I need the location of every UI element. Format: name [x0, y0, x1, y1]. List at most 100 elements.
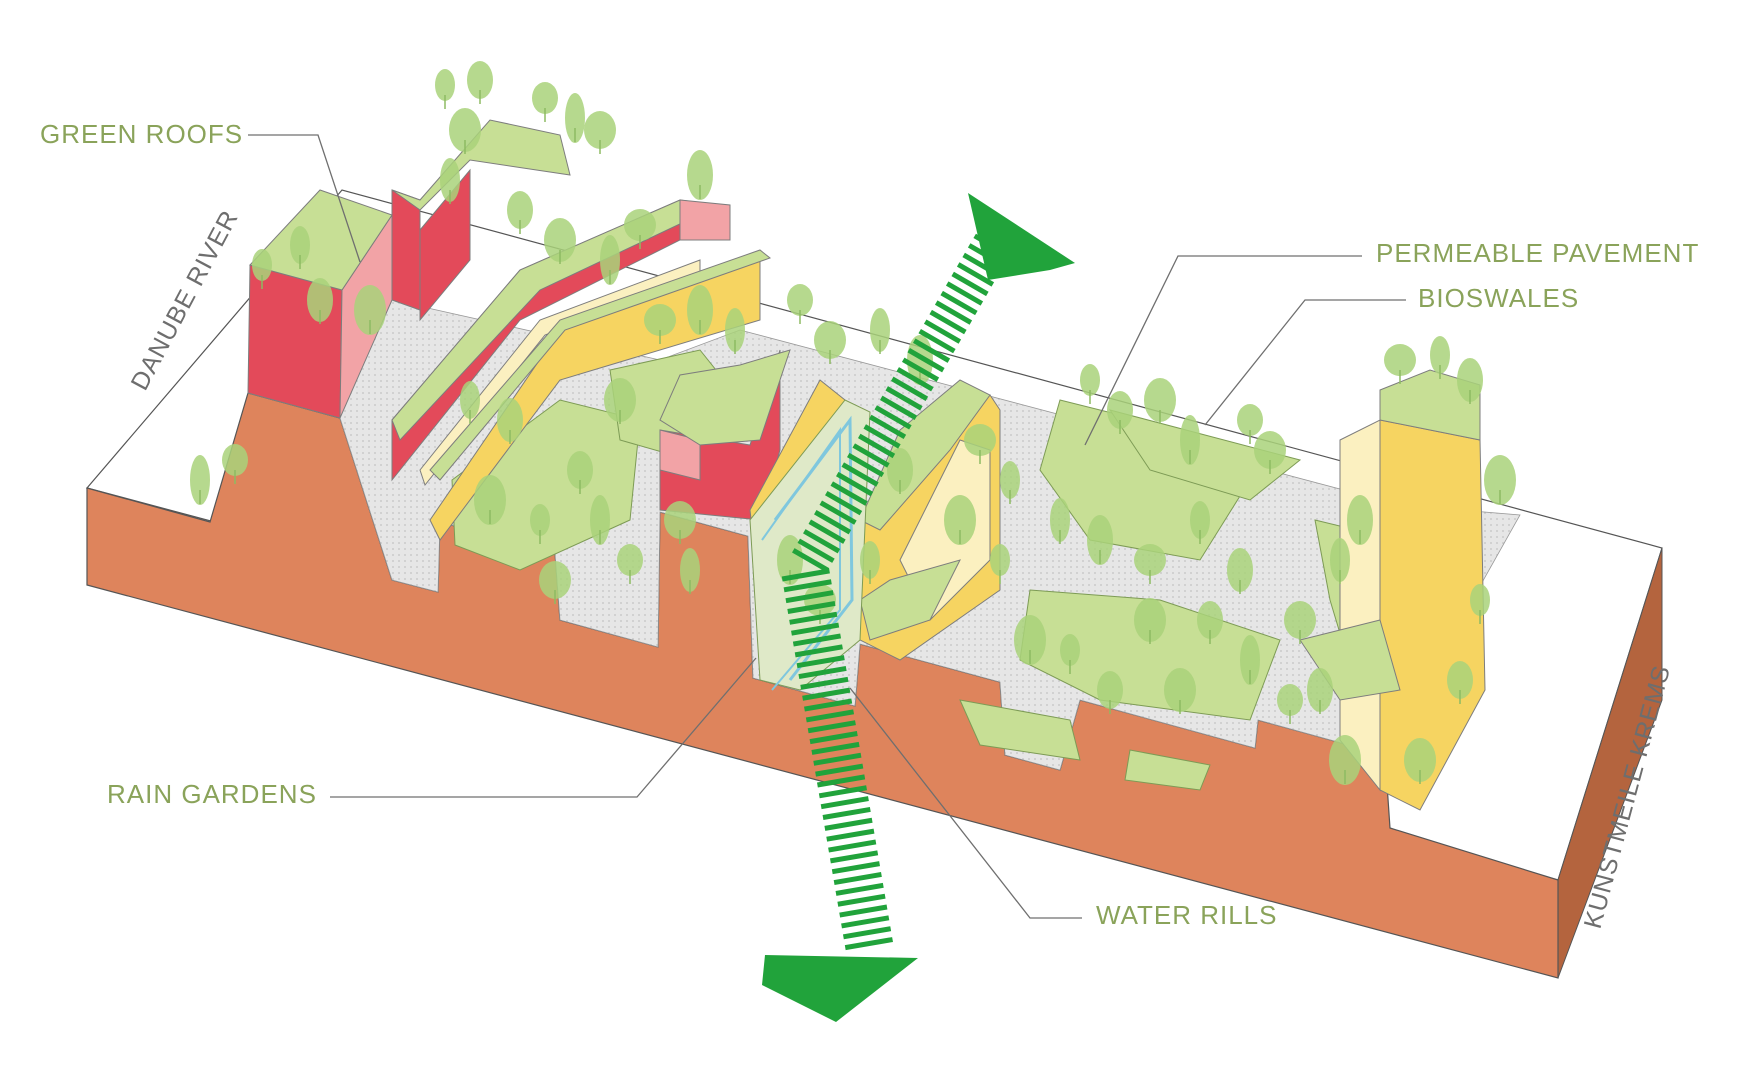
tree-icon [1470, 584, 1490, 624]
tree-icon [1097, 671, 1123, 714]
tree-icon [290, 226, 310, 269]
green-plot [959, 699, 1081, 761]
arrow-stripe [847, 452, 885, 478]
building-red [391, 189, 421, 311]
arrow-stripe [831, 861, 880, 875]
arrow-stripe [923, 319, 962, 344]
arrow-head-bottom [762, 955, 918, 1022]
label-green-roofs: GREEN ROOFS [40, 119, 243, 149]
tree-icon [1277, 684, 1303, 724]
arrow-stripes [781, 224, 1017, 951]
tree-icon [1087, 515, 1113, 565]
label-water-rills: WATER RILLS [1096, 900, 1277, 930]
tree-icon [1430, 336, 1450, 379]
arrow-stripe [844, 937, 893, 951]
arrow-stripe [828, 839, 877, 853]
arrow-stripe [951, 271, 989, 297]
tree-icon [1240, 635, 1260, 685]
tree-icon [814, 321, 846, 364]
arrow-stripe [791, 622, 840, 636]
green-roof [859, 379, 991, 531]
tree-icon [474, 475, 506, 525]
tree-icon [870, 308, 890, 354]
tree-icon [497, 398, 523, 444]
tree-icon [1307, 668, 1333, 714]
arrow-stripe [934, 300, 973, 325]
arrow-stripe [907, 348, 945, 373]
arrow-stripe [826, 828, 875, 842]
arrow-stripe [929, 309, 967, 335]
label-rain-gardens: RAIN GARDENS [107, 779, 317, 809]
tree-icon [687, 285, 713, 335]
tree-icon [1144, 378, 1176, 424]
arrow-stripe [879, 395, 918, 420]
tree-icon [600, 235, 620, 285]
tree-icon [252, 249, 272, 289]
arrow-stripe [829, 850, 879, 864]
arrow-stripe [956, 262, 995, 287]
tree-icon [687, 150, 713, 200]
tree-icon [860, 541, 880, 584]
arrow-stripe [798, 666, 847, 680]
arrow-stripe [814, 510, 852, 535]
green-plot [1108, 409, 1302, 501]
leader-rain-gardens [330, 657, 757, 798]
arrow-stripe [802, 687, 851, 701]
arrow-stripe [805, 709, 855, 723]
tree-icon [1197, 601, 1223, 644]
leader-permeable-pavement [1084, 255, 1362, 446]
tree-icon [617, 544, 643, 584]
tree-icon [1404, 738, 1436, 784]
tree-icon [1384, 344, 1416, 384]
tree-icon [680, 548, 700, 594]
tree-icon [530, 504, 550, 544]
arrow-stripe [918, 328, 956, 354]
green-roof [429, 249, 772, 481]
tree-icon [435, 69, 455, 109]
arrow-stripe [809, 731, 858, 745]
arrow-stripe [803, 529, 841, 554]
tree-icon [460, 381, 480, 424]
tree-icon [1180, 415, 1200, 465]
arrow-stripe [789, 611, 838, 625]
arrow-stripe [863, 424, 901, 449]
label-permeable-pavement: PERMEABLE PAVEMENT [1376, 238, 1699, 268]
arrow-stripe [868, 414, 907, 440]
arrow-stripe [901, 357, 940, 382]
tree-icon [1329, 735, 1361, 785]
tree-icon [190, 455, 210, 505]
arrow-stripe [822, 806, 871, 820]
tree-icon [990, 544, 1010, 584]
tree-icon [467, 61, 493, 104]
arrow-stripe [808, 519, 846, 544]
tree-icon [584, 111, 616, 154]
tree-icon [964, 424, 996, 464]
green-roof [391, 119, 571, 211]
arrow-stripe [792, 633, 842, 647]
arrow-stripe [781, 568, 830, 582]
tree-icon [787, 284, 813, 324]
tree-icon [590, 495, 610, 545]
tree-icon [1254, 431, 1286, 474]
tree-icon [1060, 634, 1080, 674]
tree-icon [567, 451, 593, 494]
tree-icon [1134, 598, 1166, 644]
building-pink [679, 199, 731, 241]
tree-icon [354, 285, 386, 335]
arrow-stripe [783, 579, 832, 593]
tree-icon [544, 218, 576, 264]
arrow-stripe [837, 893, 886, 907]
arrow-stripe [815, 763, 864, 777]
arrow-stripe [811, 741, 860, 755]
arrow-stripe [807, 720, 856, 734]
tree-icon [887, 448, 913, 494]
arrow-stripe [819, 500, 857, 525]
green-plot [1124, 749, 1211, 791]
arrow-stripe [792, 548, 830, 573]
leader-green-roofs [248, 134, 361, 263]
arrow-stripe [945, 281, 984, 306]
tree-icon [440, 158, 460, 204]
arrow-stripe [804, 698, 853, 712]
tree-icon [1447, 661, 1473, 704]
